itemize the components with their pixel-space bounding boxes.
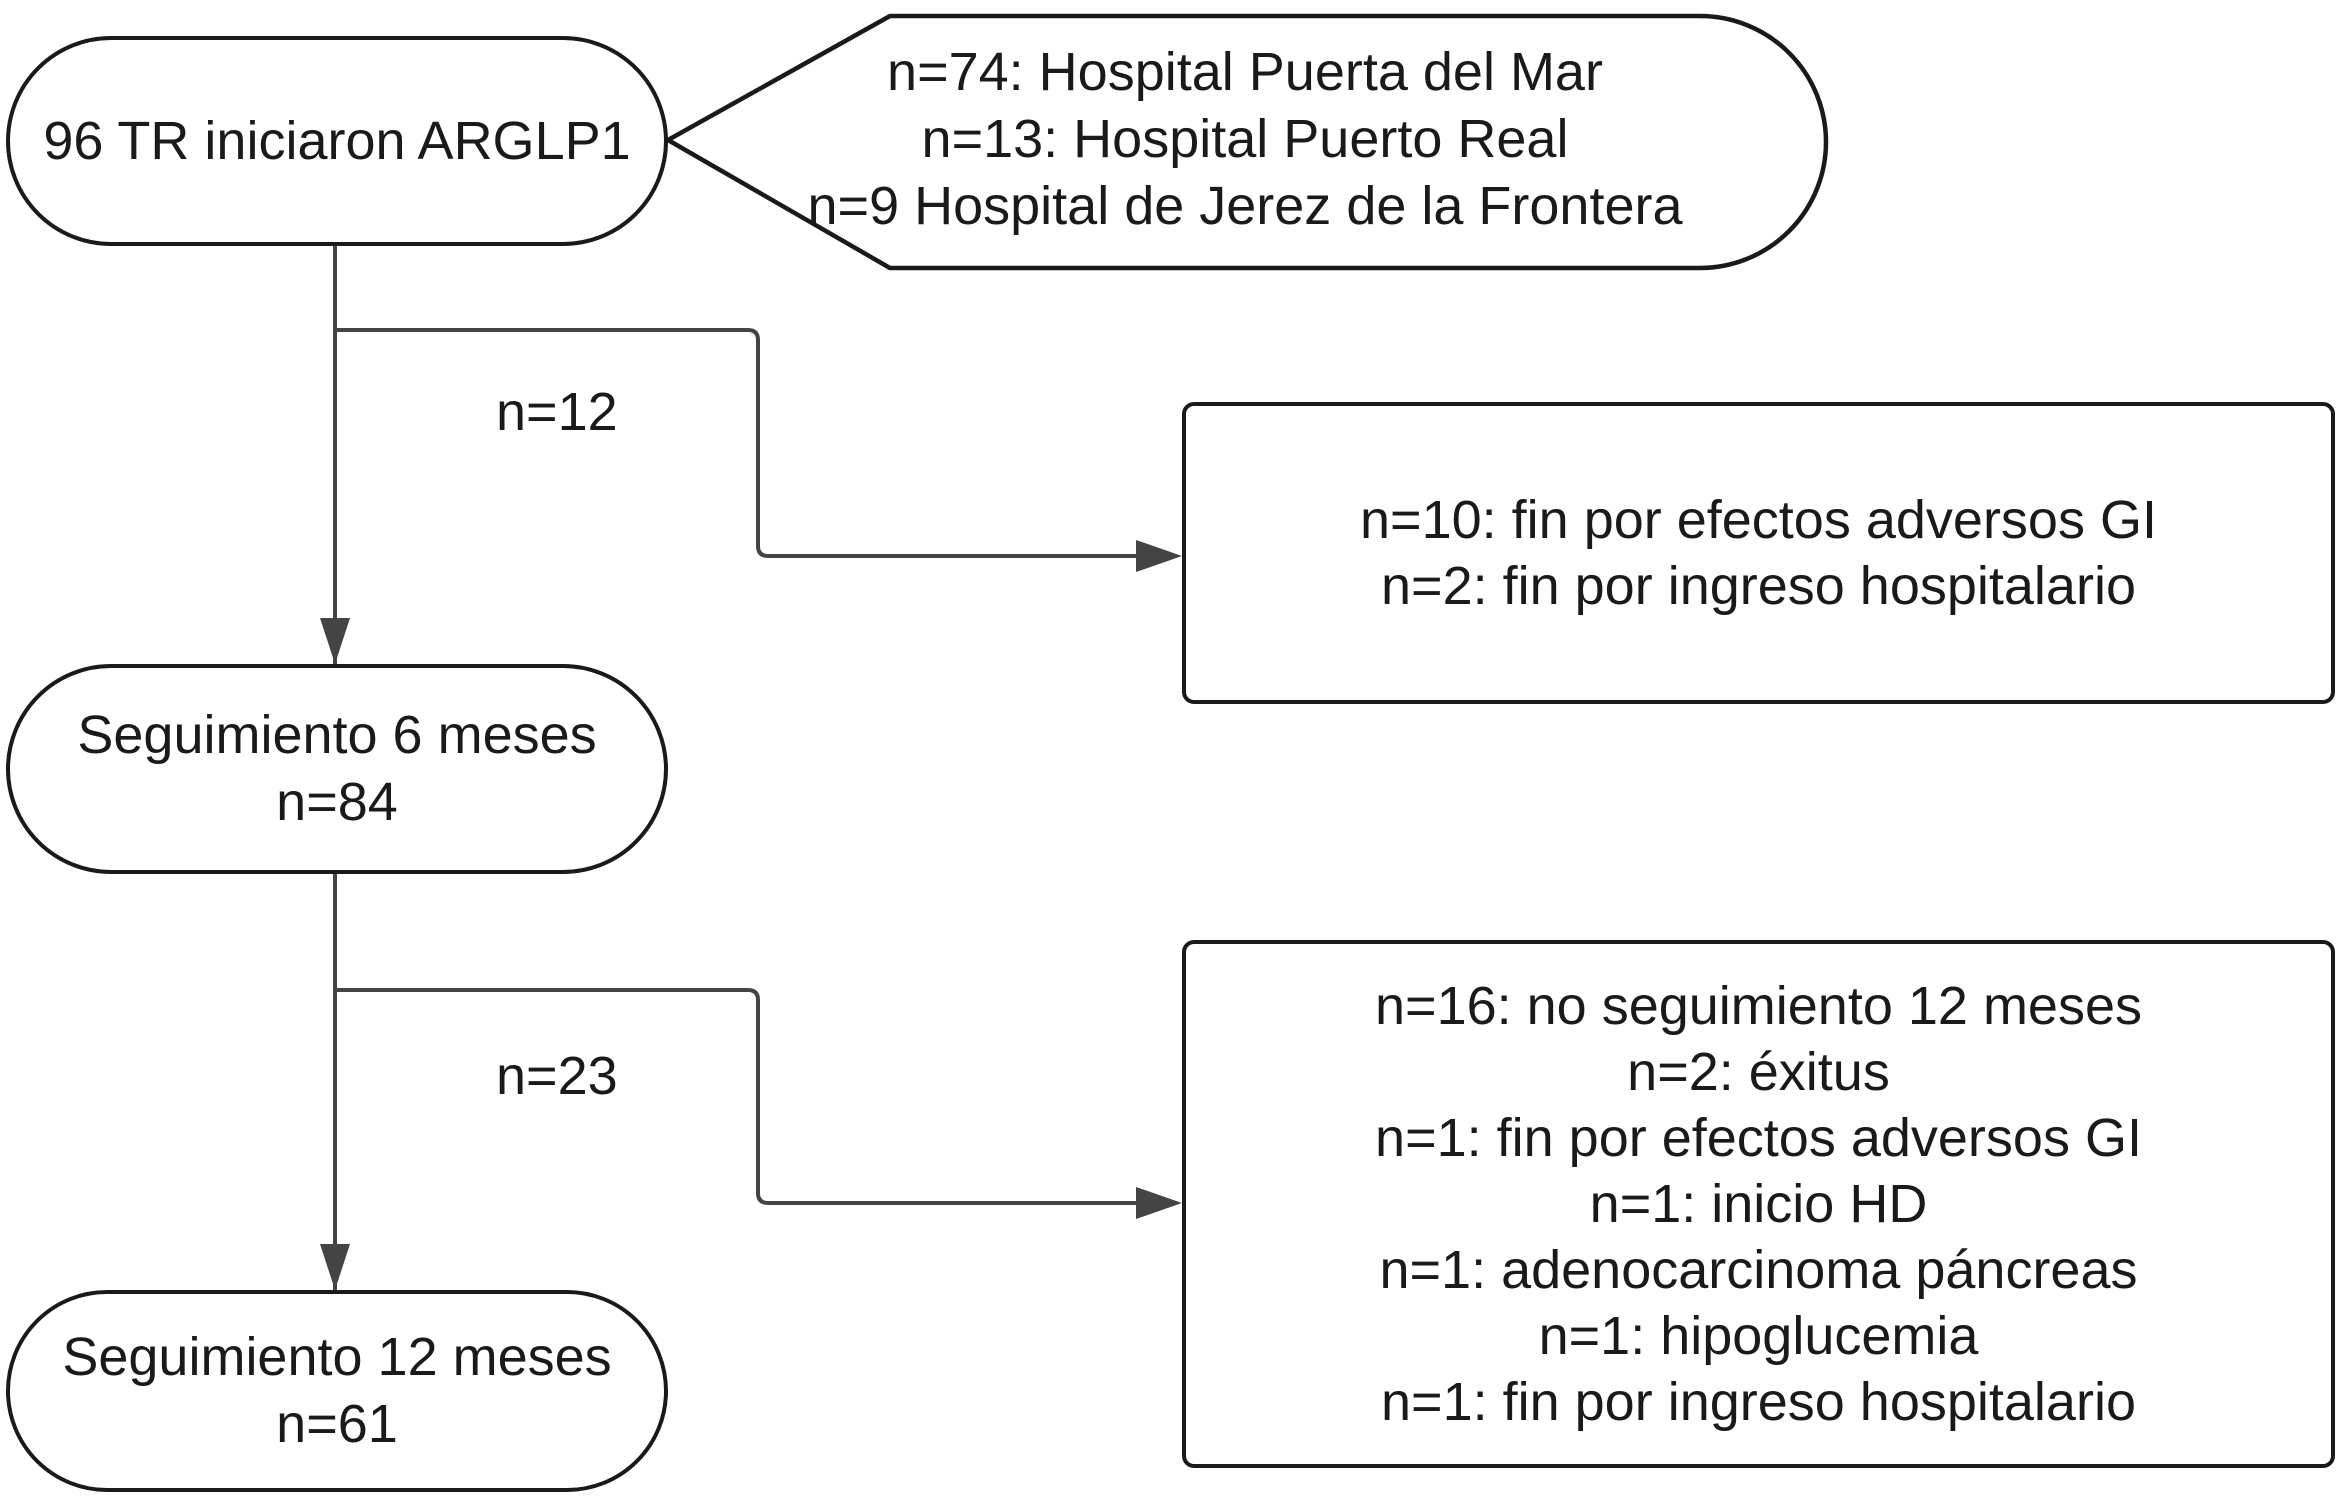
exclusion-2-line: n=16: no seguimiento 12 meses	[1375, 976, 2142, 1036]
exclusion-1-count-label: n=12	[496, 382, 618, 442]
exclusion-1-line: n=2: fin por ingreso hospitalario	[1381, 556, 2136, 616]
hospital-line: n=74: Hospital Puerta del Mar	[887, 41, 1603, 102]
arrowhead-start-to-6m	[320, 618, 350, 664]
exclusion-2-line: n=1: fin por ingreso hospitalario	[1381, 1372, 2136, 1432]
hospitals-callout-shape	[665, 13, 1829, 271]
exclusion-1-line: n=10: fin por efectos adversos GI	[1360, 490, 2157, 550]
exclusion-2-count-label: n=23	[496, 1046, 618, 1106]
branch-to-exclusion-1	[335, 328, 1140, 558]
arrowhead-6m-to-12m	[320, 1244, 350, 1290]
exclusion-2-line: n=1: fin por efectos adversos GI	[1375, 1108, 2142, 1168]
branch-to-exclusion-2	[335, 988, 1140, 1205]
exclusion-2-box: n=16: no seguimiento 12 meses n=2: éxitu…	[1182, 940, 2335, 1468]
followup-6m-node: Seguimiento 6 meses n=84	[6, 664, 668, 874]
hospitals-callout: n=74: Hospital Puerta del Mar n=13: Hosp…	[690, 14, 1800, 264]
exclusion-2-line: n=1: adenocarcinoma páncreas	[1379, 1240, 2138, 1300]
hospital-line: n=9 Hospital de Jerez de la Frontera	[807, 175, 1683, 236]
exclusion-2-line: n=1: hipoglucemia	[1538, 1306, 1979, 1366]
hospital-line: n=13: Hospital Puerto Real	[921, 108, 1569, 169]
followup-12m-title: Seguimiento 12 meses	[62, 1327, 612, 1387]
exclusion-2-line: n=2: éxitus	[1627, 1042, 1890, 1102]
exclusion-2-line: n=1: inicio HD	[1589, 1174, 1928, 1234]
followup-6m-count: n=84	[276, 772, 398, 832]
start-node-text: 96 TR iniciaron ARGLP1	[43, 110, 631, 171]
followup-12m-node: Seguimiento 12 meses n=61	[6, 1290, 668, 1492]
followup-12m-count: n=61	[276, 1394, 398, 1454]
arrowhead-exclusion-1	[1136, 540, 1182, 572]
start-node: 96 TR iniciaron ARGLP1	[6, 36, 668, 246]
followup-6m-title: Seguimiento 6 meses	[77, 705, 597, 765]
exclusion-1-box: n=10: fin por efectos adversos GI n=2: f…	[1182, 402, 2335, 704]
arrowhead-exclusion-2	[1136, 1187, 1182, 1219]
